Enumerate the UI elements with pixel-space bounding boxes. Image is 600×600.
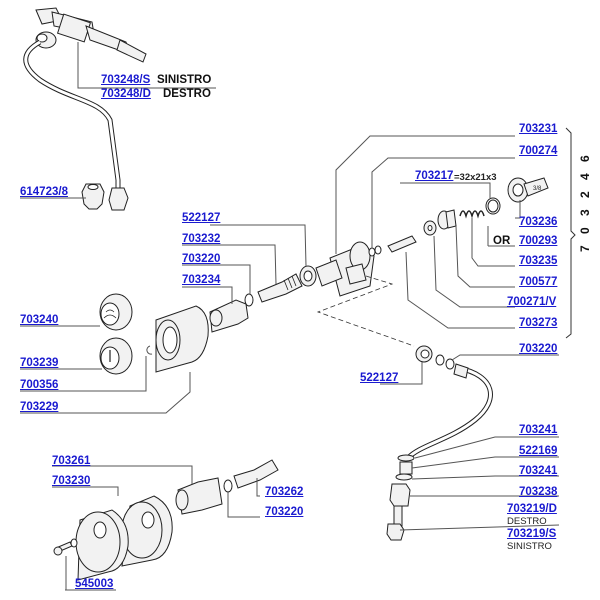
part-614723-link[interactable]: 614723/8 xyxy=(20,186,68,198)
part-703232-link[interactable]: 703232 xyxy=(182,233,221,245)
spring-703235-illustration xyxy=(459,210,485,219)
part-703220-upper-link[interactable]: 703220 xyxy=(182,253,221,265)
nut-522127-lower-illustration xyxy=(415,345,433,363)
part-703229-link[interactable]: 703229 xyxy=(20,401,59,413)
part-703219-s-link[interactable]: 703219/S xyxy=(507,528,557,540)
stem-703273-illustration xyxy=(387,235,417,253)
part-703219-s-desc: SINISTRO xyxy=(507,541,552,552)
valve-body-703231-illustration xyxy=(315,241,375,297)
o-rings-700274-illustration xyxy=(368,247,376,257)
part-703248-s-desc: SINISTRO xyxy=(157,74,212,86)
clip-700356-illustration xyxy=(146,345,153,355)
part-700577-link[interactable]: 700577 xyxy=(519,276,558,288)
part-703240-link[interactable]: 703240 xyxy=(20,314,59,326)
part-700271v-link[interactable]: 700271/V xyxy=(507,296,557,308)
seat-700577-illustration xyxy=(437,209,457,230)
part-522169-link[interactable]: 522169 xyxy=(519,445,558,457)
part-703217-spec: =32x21x3 xyxy=(454,172,497,183)
part-703231-link[interactable]: 703231 xyxy=(519,123,558,135)
part-700274-link[interactable]: 700274 xyxy=(519,145,558,157)
knob-cap-703239-illustration xyxy=(99,337,133,375)
part-703219-d-link[interactable]: 703219/D xyxy=(507,503,557,515)
fitting-703236-illustration: 3/8 xyxy=(507,177,549,203)
fitting-522169-illustration xyxy=(399,461,413,475)
part-703248-d-desc: DESTRO xyxy=(163,88,211,100)
nut-614723-illustration xyxy=(81,183,105,210)
washer-703241-illustration xyxy=(397,454,415,462)
part-703234-link[interactable]: 703234 xyxy=(182,274,221,286)
assembly-code-703246: 7 0 3 2 4 6 xyxy=(578,151,592,252)
part-703236-link[interactable]: 703236 xyxy=(519,216,558,228)
gaskets-703220-lower-illustration xyxy=(435,354,445,366)
nut-703238-illustration xyxy=(389,483,411,507)
part-703219-d-desc: DESTRO xyxy=(507,516,547,527)
part-703220-bottom-link[interactable]: 703220 xyxy=(265,506,304,518)
part-703241-upper-link[interactable]: 703241 xyxy=(519,424,558,436)
screw-545003-illustration xyxy=(53,538,78,556)
part-703262-link[interactable]: 703262 xyxy=(265,486,304,498)
part-703261-link[interactable]: 703261 xyxy=(52,455,91,467)
part-545003-link[interactable]: 545003 xyxy=(75,578,114,590)
pipe-703219-illustration xyxy=(406,365,493,460)
knob-body-703229-illustration xyxy=(155,305,209,373)
knob-cap-703240-illustration xyxy=(99,293,133,331)
screw-703262-illustration xyxy=(233,459,279,489)
part-703238-link[interactable]: 703238 xyxy=(519,486,558,498)
dashed-alignment-line xyxy=(316,275,415,347)
part-703217-link[interactable]: 703217 xyxy=(415,170,454,182)
part-522127-lower-link[interactable]: 522127 xyxy=(360,372,399,384)
pipe-703248-illustration xyxy=(23,39,121,192)
fitting-marking: 3/8 xyxy=(533,186,542,192)
part-703248-d-link[interactable]: 703248/D xyxy=(101,88,151,100)
valve-head-703248-illustration xyxy=(35,7,147,63)
part-703248-s-link[interactable]: 703248/S xyxy=(101,74,151,86)
part-700293-link[interactable]: 700293 xyxy=(519,235,558,247)
fitting-703234-illustration xyxy=(209,299,249,333)
screw-703232-illustration xyxy=(257,273,303,303)
or-label: OR xyxy=(493,235,511,247)
part-703241-lower-link[interactable]: 703241 xyxy=(519,465,558,477)
knob-703230-illustration xyxy=(75,495,173,581)
part-703235-link[interactable]: 703235 xyxy=(519,255,558,267)
part-703220-lower-link[interactable]: 703220 xyxy=(519,343,558,355)
part-703239-link[interactable]: 703239 xyxy=(20,357,59,369)
adapter-703261-illustration xyxy=(175,477,223,515)
part-703273-link[interactable]: 703273 xyxy=(519,317,558,329)
part-703230-link[interactable]: 703230 xyxy=(52,475,91,487)
part-522127-upper-link[interactable]: 522127 xyxy=(182,212,221,224)
nut-522127-illustration xyxy=(299,265,317,287)
gasket-703220-bottom-illustration xyxy=(223,479,233,493)
gasket-703220-illustration xyxy=(244,293,254,307)
pipe-end-nut xyxy=(108,187,129,211)
part-700356-link[interactable]: 700356 xyxy=(20,379,59,391)
